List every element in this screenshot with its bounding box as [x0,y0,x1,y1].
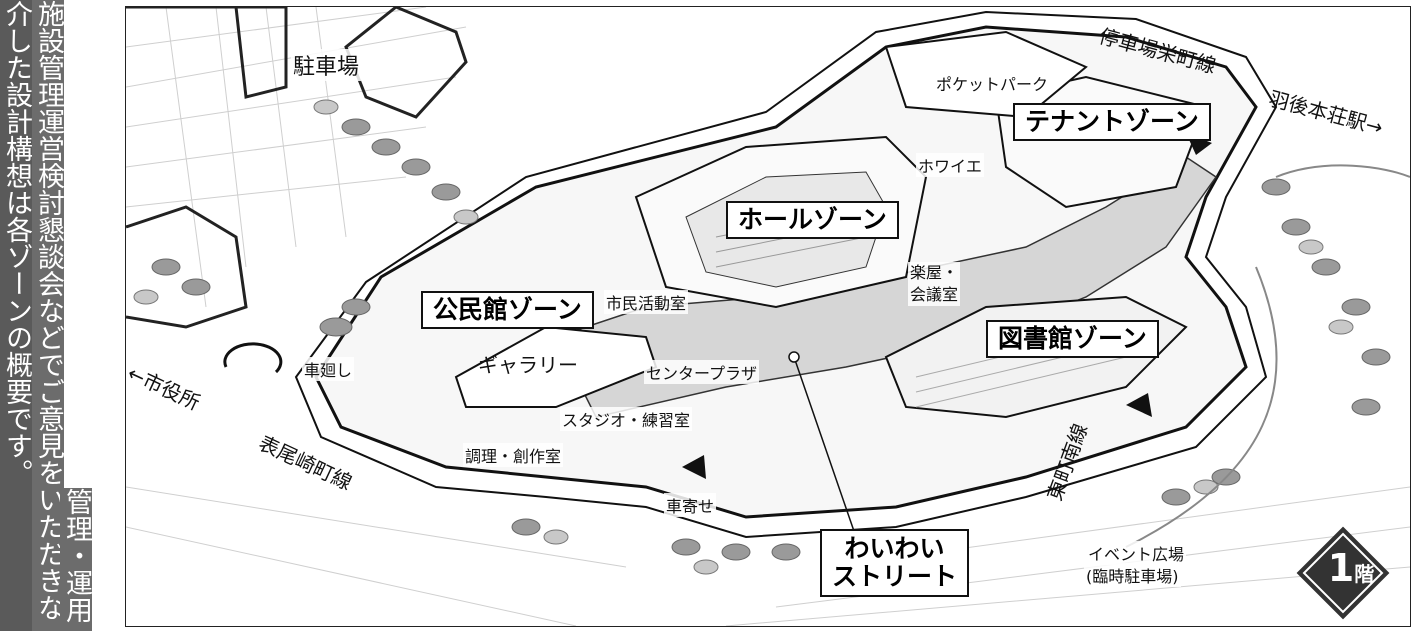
label-parking: 駐車場 [291,49,362,81]
sidebar-text: 介した設計構想は各ゾーンの概要です。 施設管理運営検討懇談会などでご意見をいただ… [0,0,92,631]
zone-library: 図書館ゾーン [986,320,1159,358]
floor-badge [1296,526,1390,620]
label-drop-off: 車寄せ [664,493,717,517]
zone-waiwai-line2: ストリート [832,562,958,591]
label-studio: スタジオ・練習室 [560,407,693,431]
sidebar-column-1: 介した設計構想は各ゾーンの概要です。 [0,0,32,631]
label-dressing-meeting: 楽屋・ 会議室 [908,262,961,306]
label-foyer: ホワイエ [916,153,984,177]
label-event-square: イベント広場 [1086,541,1187,565]
map-drawing [126,7,1410,626]
zone-community-hall: 公民館ゾーン [421,291,594,329]
label-pocket-park: ポケットパーク [934,71,1051,95]
zone-tenant: テナントゾーン [1013,103,1211,141]
zone-waiwai-line1: わいわい [844,534,945,563]
label-center-plaza: センタープラザ [644,360,760,384]
label-citizen-activity: 市民活動室 [604,290,689,314]
zone-hall: ホールゾーン [726,201,899,239]
label-turnaround: 車廻し [302,357,355,381]
label-gallery: ギャラリー [478,353,578,377]
floor-number: 1 [1327,546,1355,590]
sidebar-column-3: 管理・運用 [60,488,92,631]
label-cooking: 調理・創作室 [463,443,564,467]
label-temporary-parking: (臨時駐車場) [1084,563,1181,587]
floor-suffix: 階 [1354,562,1375,586]
sidebar-column-2: 施設管理運営検討懇談会などでご意見をいただきな [32,0,64,631]
zone-waiwai-street: わいわい ストリート [820,529,970,597]
floor-indicator: 1階 [1316,546,1386,590]
floor-map: 停車場栄町線 羽後本荘駅→ ←市役所 表尾崎町線 東町南線 駐車場 ポケットパー… [125,6,1411,627]
